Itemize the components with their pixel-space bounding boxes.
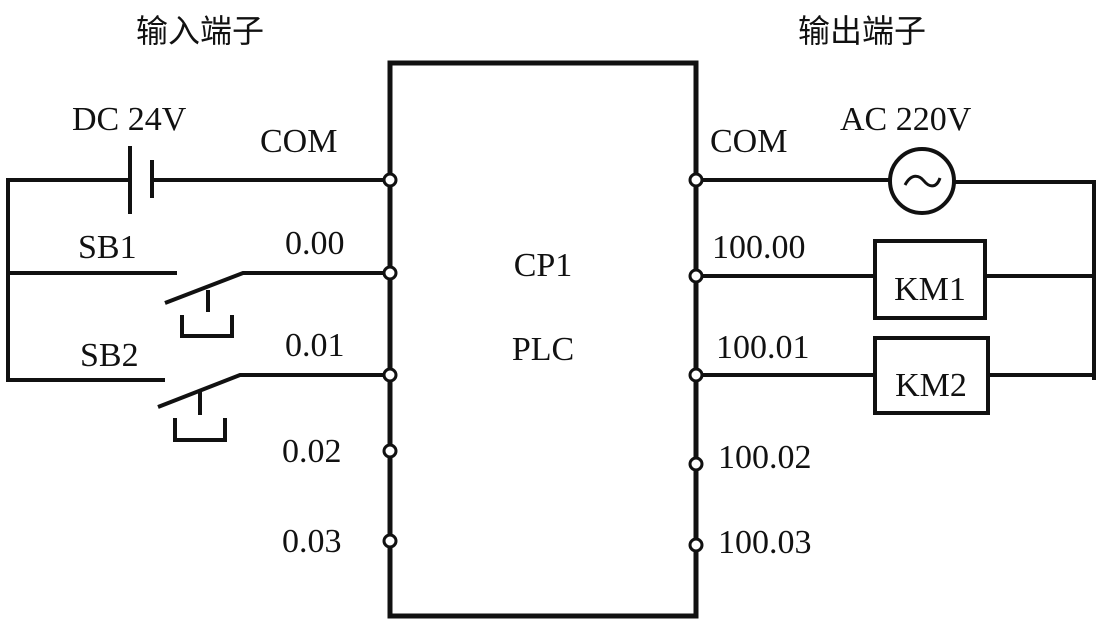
input-com-label: COM	[260, 123, 337, 160]
sb1-label: SB1	[78, 229, 137, 266]
terminal-out-10001	[688, 367, 704, 383]
switch-sb1	[8, 271, 388, 338]
ac-source-icon	[888, 147, 956, 215]
output-terminals-title: 输出端子	[798, 13, 926, 49]
coil-km1	[873, 239, 987, 320]
input-terminals	[382, 172, 398, 549]
terminal-out-10003	[688, 537, 704, 553]
km1-label: KM1	[894, 271, 966, 308]
output-10001-label: 100.01	[716, 329, 810, 366]
plc-model: CP1	[514, 247, 573, 284]
plc-label: PLC	[512, 331, 574, 368]
dc-battery	[8, 146, 388, 214]
dc-power-label: DC 24V	[72, 101, 187, 138]
input-001-label: 0.01	[285, 327, 345, 364]
km2-label: KM2	[895, 367, 967, 404]
coil-km2	[873, 336, 990, 415]
output-10003-label: 100.03	[718, 524, 812, 561]
output-10000-label: 100.00	[712, 229, 806, 266]
input-000-label: 0.00	[285, 225, 345, 262]
input-002-label: 0.02	[282, 433, 342, 470]
terminal-in-003	[382, 533, 398, 549]
output-terminals	[688, 172, 704, 553]
terminal-in-000	[382, 265, 398, 281]
terminal-in-002	[382, 443, 398, 459]
plc-box	[387, 60, 699, 619]
output-10002-label: 100.02	[718, 439, 812, 476]
terminal-out-com	[688, 172, 704, 188]
terminal-in-com	[382, 172, 398, 188]
sb2-label: SB2	[80, 337, 139, 374]
ac-power-label: AC 220V	[840, 101, 972, 138]
input-003-label: 0.03	[282, 523, 342, 560]
output-com-label: COM	[710, 123, 787, 160]
terminal-out-10000	[688, 268, 704, 284]
terminal-out-10002	[688, 456, 704, 472]
input-terminals-title: 输入端子	[136, 13, 264, 49]
terminal-in-001	[382, 367, 398, 383]
switch-sb2	[8, 373, 388, 442]
